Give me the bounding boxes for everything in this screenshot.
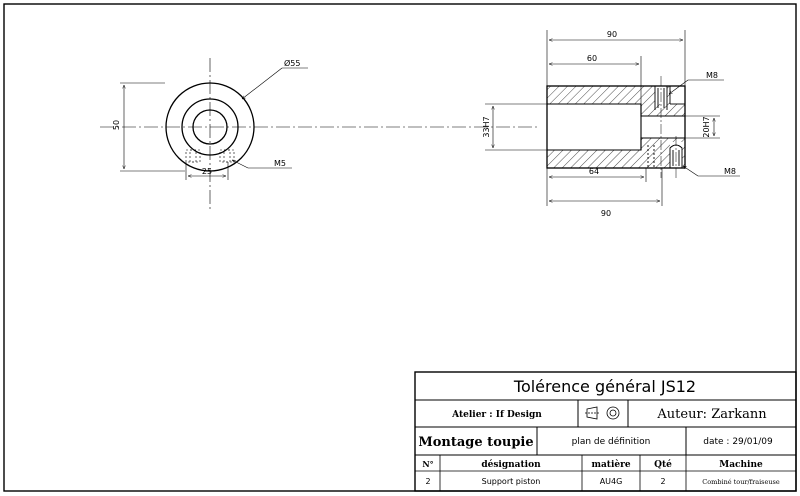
title-block — [414, 371, 797, 492]
author-label: Auteur: Zarkann — [656, 407, 767, 422]
front-view: 50 Ø55 25 M5 — [100, 58, 540, 212]
header-material: matière — [591, 459, 630, 470]
outer-circle — [165, 82, 255, 172]
small-bore-fit-dim: 20H7 — [702, 116, 711, 137]
header-quantity: Qté — [654, 459, 672, 470]
overall-length-bottom-dim: 90 — [601, 209, 611, 218]
threaded-holes — [185, 149, 235, 163]
row-quantity: 2 — [660, 477, 665, 486]
thread-m8-top-label: M8 — [706, 71, 718, 80]
date-label: date : 29/01/09 — [703, 437, 773, 447]
bore-circle — [192, 109, 228, 145]
thread-m5-label: M5 — [274, 159, 286, 168]
spacing-dim: 25 — [202, 167, 212, 176]
general-tolerance-label: Tolérence général JS12 — [513, 377, 696, 396]
row-designation: Support piston — [482, 477, 541, 486]
workshop-label: Atelier : If Design — [451, 410, 542, 420]
diameter-dim: Ø55 — [284, 58, 300, 68]
section-view: 90 60 33H7 20H7 M8 M8 64 90 — [482, 30, 740, 218]
middle-circle — [181, 98, 239, 156]
header-number: N° — [422, 459, 433, 469]
row-machine: Combiné tour/fraiseuse — [702, 478, 780, 486]
bore-depth-dim: 60 — [587, 54, 597, 63]
drawing-type-label: plan de définition — [572, 436, 651, 447]
overall-length-top-dim: 90 — [607, 30, 617, 39]
projection-symbol-icon — [585, 406, 620, 420]
part-title: Montage toupie — [418, 435, 533, 450]
row-number: 2 — [425, 477, 430, 486]
bore-fit-dim: 33H7 — [482, 116, 491, 137]
header-designation: désignation — [481, 459, 541, 470]
thread-m8-bottom-label: M8 — [724, 167, 736, 176]
section-outline — [546, 85, 686, 169]
sheet-border — [3, 3, 797, 492]
front-height-dim: 50 — [112, 120, 121, 130]
header-machine: Machine — [719, 460, 763, 470]
row-material: AU4G — [600, 477, 623, 486]
length-64-dim: 64 — [589, 167, 599, 176]
